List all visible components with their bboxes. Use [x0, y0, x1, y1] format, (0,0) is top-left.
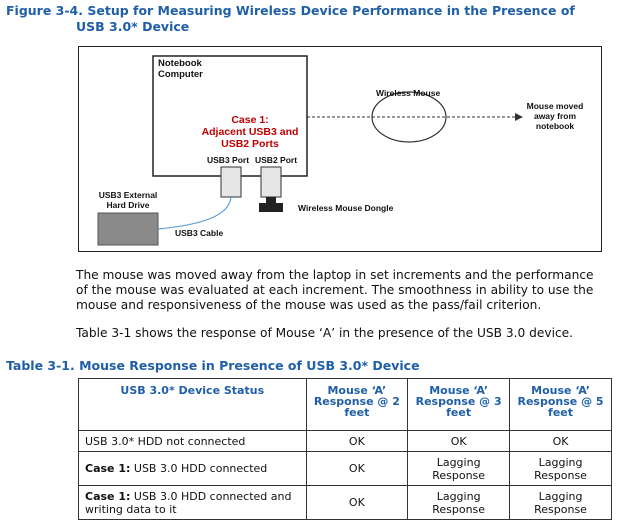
case-label-line2: Adjacent USB3 and — [201, 126, 299, 138]
row-response-5ft: Lagging Response — [509, 451, 612, 486]
case-label-line1: Case 1: — [231, 114, 269, 126]
hard-drive-label-line1: USB3 External — [98, 190, 158, 200]
notebook-computer-box — [152, 55, 308, 177]
mouse-response-table: USB 3.0* Device Status Mouse ‘A’ Respons… — [78, 378, 612, 520]
figure-number: Figure 3-4. — [6, 3, 83, 18]
header-response-5ft: Mouse ‘A’ Response @ 5 feet — [509, 378, 612, 431]
dongle-body — [259, 203, 283, 212]
setup-diagram: Notebook Computer Case 1: Adjacent USB3 … — [78, 46, 602, 252]
row-response-3ft: OK — [407, 430, 511, 452]
row-status-text: USB 3.0 HDD connected — [130, 462, 268, 475]
row-status-text: USB 3.0* HDD not connected — [85, 434, 246, 448]
mouse-moved-line1: Mouse moved — [526, 101, 584, 111]
figure-title-line1: Setup for Measuring Wireless Device Perf… — [87, 3, 575, 18]
row-status: Case 1: USB 3.0 HDD connected — [78, 451, 307, 486]
table-row: USB 3.0* HDD not connected OK OK OK — [78, 430, 612, 452]
usb2-port-label: USB2 Port — [255, 155, 298, 165]
figure-title-line2: USB 3.0* Device — [76, 19, 190, 34]
case-label-line3: USB2 Ports — [221, 138, 279, 150]
row-case-label: Case 1: — [85, 489, 131, 503]
table-row: Case 1: USB 3.0 HDD connected and writin… — [78, 485, 612, 520]
paragraph-table-intro: Table 3-1 shows the response of Mouse ‘A… — [76, 326, 574, 340]
usb3-port-shape — [220, 166, 242, 198]
row-response-3ft: Lagging Response — [407, 485, 511, 520]
table-title: Table 3-1. Mouse Response in Presence of… — [6, 358, 420, 373]
notebook-label-line2: Computer — [158, 69, 203, 80]
usb3-port-label: USB3 Port — [207, 155, 250, 165]
hard-drive-label: USB3 External Hard Drive — [93, 190, 163, 210]
cable-label: USB3 Cable — [175, 228, 224, 238]
case-1-label: Case 1: Adjacent USB3 and USB2 Ports — [191, 114, 309, 150]
move-arrow-head — [515, 113, 523, 121]
mouse-moved-line2: away from — [533, 111, 577, 121]
row-response-5ft: Lagging Response — [509, 485, 612, 520]
mouse-moved-label: Mouse moved away from notebook — [519, 101, 591, 131]
row-response-3ft: Lagging Response — [407, 451, 511, 486]
row-response-2ft: OK — [305, 430, 409, 452]
usb3-cable-line — [157, 196, 232, 230]
row-response-5ft: OK — [509, 430, 612, 452]
header-device-status: USB 3.0* Device Status — [78, 378, 307, 431]
diagram-drawing — [97, 55, 523, 246]
wireless-mouse-label: Wireless Mouse — [376, 88, 441, 98]
table-header-row: USB 3.0* Device Status Mouse ‘A’ Respons… — [78, 378, 612, 431]
dongle-label: Wireless Mouse Dongle — [298, 203, 394, 213]
row-response-2ft: OK — [305, 485, 409, 520]
row-status: USB 3.0* HDD not connected — [78, 430, 307, 452]
notebook-label: Notebook Computer — [158, 58, 203, 80]
row-status: Case 1: USB 3.0 HDD connected and writin… — [78, 485, 307, 520]
mouse-moved-line3: notebook — [535, 121, 575, 131]
paragraph-method: The mouse was moved away from the laptop… — [76, 268, 594, 312]
row-case-label: Case 1: — [85, 462, 131, 475]
header-response-3ft: Mouse ‘A’ Response @ 3 feet — [407, 378, 511, 431]
table-row: Case 1: USB 3.0 HDD connected OK Lagging… — [78, 451, 612, 486]
row-response-2ft: OK — [305, 451, 409, 486]
header-response-2ft: Mouse ‘A’ Response @ 2 feet — [305, 378, 409, 431]
notebook-label-line1: Notebook — [158, 58, 202, 69]
figure-title: Figure 3-4. Setup for Measuring Wireless… — [6, 3, 606, 35]
dongle-neck — [266, 197, 276, 204]
hard-drive-label-line2: Hard Drive — [106, 200, 150, 210]
row-status-text: USB 3.0 HDD connected and writing data t… — [85, 489, 292, 516]
hard-drive-shape — [97, 212, 159, 246]
usb2-port-shape — [260, 166, 282, 198]
